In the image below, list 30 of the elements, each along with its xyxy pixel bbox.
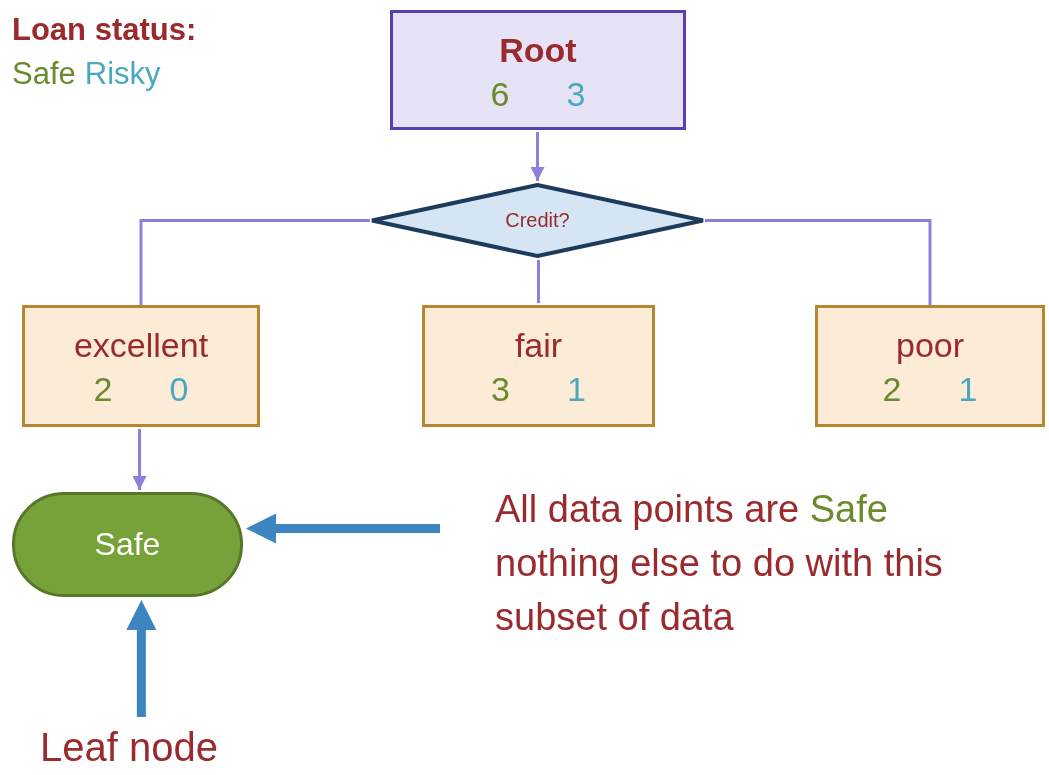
legend-entry: Risky: [84, 56, 161, 91]
node-heading: poor: [895, 326, 965, 365]
count-number: 3: [566, 75, 586, 114]
count-number: 1: [567, 370, 586, 409]
count-number: 2: [882, 370, 902, 409]
count-number: 6: [490, 75, 510, 114]
node-heading: excellent: [73, 326, 209, 365]
legend-title: Loan status:: [12, 12, 197, 48]
leaf-label: Safe: [94, 526, 161, 563]
annotation-text: All data points are Safe nothing else to do with this subset of data: [495, 482, 1000, 644]
branch-box: [815, 305, 1045, 427]
connector-line: [705, 219, 932, 305]
branch-box: [22, 305, 260, 427]
arrow: [530, 132, 545, 181]
connector-line: [537, 260, 540, 303]
node-heading: Root: [499, 31, 577, 70]
decision-label: Credit?: [505, 209, 570, 232]
count-number: 0: [169, 370, 189, 409]
leaf-node-text: Leaf node: [40, 725, 270, 770]
branch-box: [422, 305, 655, 427]
root-box: [390, 10, 686, 130]
connector-line: [139, 219, 370, 305]
count-number: 3: [491, 370, 510, 409]
count-number: 1: [958, 370, 978, 409]
count-number: 2: [93, 370, 113, 409]
node-heading: fair: [514, 326, 563, 365]
arrow: [246, 513, 440, 544]
arrow: [126, 600, 157, 717]
arrow: [132, 429, 147, 490]
legend-entry: Safe: [12, 56, 76, 91]
